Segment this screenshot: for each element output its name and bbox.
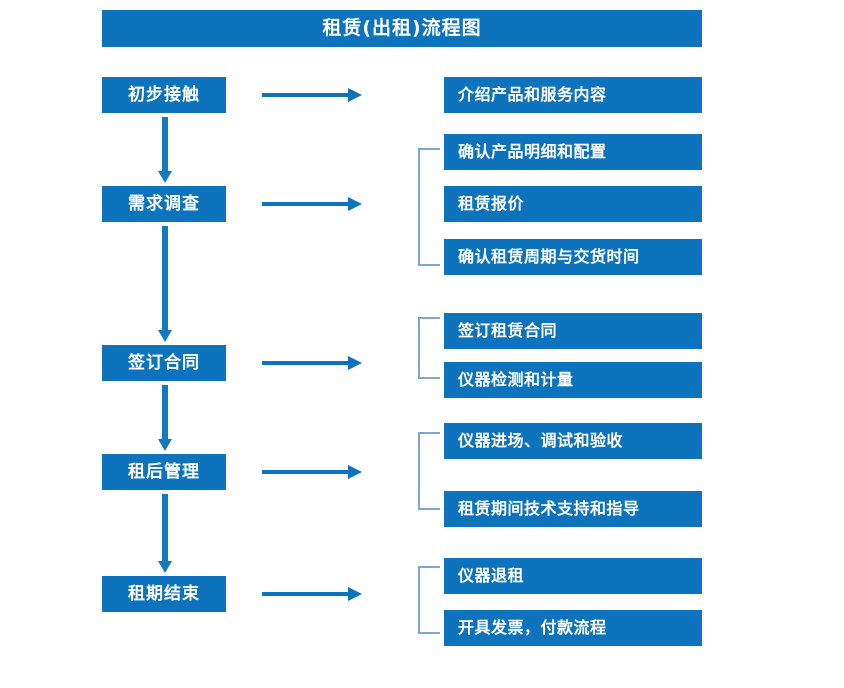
detail-box-2[interactable]: 确认产品明细和配置 [444, 134, 702, 170]
group-bracket-1 [418, 148, 440, 266]
detail-box-6[interactable]: 仪器检测和计量 [444, 362, 702, 398]
detail-box-8[interactable]: 租赁期间技术支持和指导 [444, 491, 702, 527]
detail-box-4[interactable]: 确认租赁周期与交货时间 [444, 239, 702, 275]
stage-box-4[interactable]: 租后管理 [102, 454, 226, 490]
vertical-arrow-icon-3 [158, 385, 172, 451]
detail-box-1[interactable]: 介绍产品和服务内容 [444, 77, 702, 113]
right-arrow-icon-4 [262, 465, 362, 479]
stage-box-5[interactable]: 租期结束 [102, 576, 226, 612]
right-arrow-icon-5 [262, 587, 362, 601]
stage-box-2[interactable]: 需求调查 [102, 186, 226, 222]
stage-box-3[interactable]: 签订合同 [102, 345, 226, 381]
detail-box-10[interactable]: 开具发票，付款流程 [444, 610, 702, 646]
diagram-title: 租赁(出租)流程图 [102, 10, 702, 47]
detail-box-5[interactable]: 签订租赁合同 [444, 313, 702, 349]
right-arrow-icon-3 [262, 356, 362, 370]
detail-box-3[interactable]: 租赁报价 [444, 186, 702, 222]
group-bracket-4 [418, 566, 440, 634]
vertical-arrow-icon-1 [158, 117, 172, 183]
vertical-arrow-icon-2 [158, 226, 172, 342]
group-bracket-3 [418, 432, 440, 510]
detail-box-7[interactable]: 仪器进场、调试和验收 [444, 423, 702, 459]
detail-box-9[interactable]: 仪器退租 [444, 558, 702, 594]
group-bracket-2 [418, 317, 440, 379]
right-arrow-icon-2 [262, 197, 362, 211]
stage-box-1[interactable]: 初步接触 [102, 77, 226, 113]
right-arrow-icon-1 [262, 88, 362, 102]
vertical-arrow-icon-4 [158, 494, 172, 573]
